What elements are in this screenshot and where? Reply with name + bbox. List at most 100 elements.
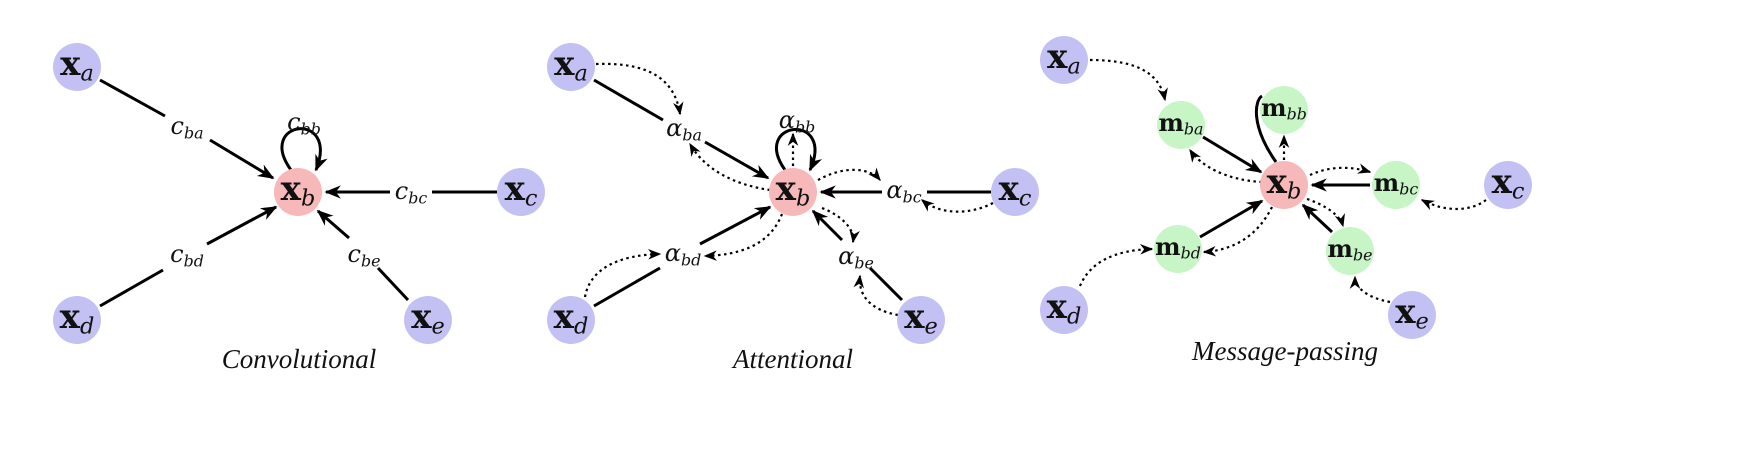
mp-msg-d	[1078, 244, 1154, 287]
mp-edge-bb	[1254, 94, 1278, 163]
mp-msg-node-mba-label-subscript: ba	[1184, 119, 1204, 138]
att-label-abe-subscript: be	[854, 253, 874, 272]
conv-node-xd-label-subscript: d	[80, 314, 94, 340]
mp-node-xd-label: xd	[1047, 287, 1082, 330]
att-node-xa-label-symbol: x	[554, 44, 575, 84]
att-node-xb-label: xb	[776, 169, 811, 212]
conv-node-xb-label-symbol: x	[281, 169, 302, 209]
mp-caption: Message-passing	[1191, 336, 1378, 366]
conv-label-cbb-subscript: bb	[301, 119, 321, 138]
att-label-aba-symbol: α	[666, 114, 682, 142]
att-edge-bd-seg1	[593, 266, 661, 308]
att-node-xd-label-symbol: x	[554, 297, 575, 337]
conv-node-xa-circle	[53, 43, 101, 91]
conv-label-cbc-subscript: bc	[408, 188, 427, 207]
conv-label-cbd-subscript: bd	[184, 251, 204, 270]
conv-node-xc-label-symbol: x	[505, 169, 526, 209]
mp-msg-node-mbd-label: mbd	[1155, 232, 1201, 263]
mp-node-xd-label-symbol: x	[1047, 287, 1068, 327]
conv-edge-be-seg1	[376, 266, 410, 302]
conv-caption: Convolutional	[222, 344, 377, 374]
att-node-xe-circle	[897, 296, 945, 344]
mp-node-xe-label-symbol: x	[1395, 292, 1416, 332]
mp-msg-node-mbb-label-symbol: m	[1261, 93, 1286, 122]
mp-msg-node-mba-label-symbol: m	[1159, 108, 1184, 137]
conv-label-cbb: cbb	[287, 108, 321, 138]
mp-node-xa-label: xa	[1047, 37, 1081, 80]
mp-msg-node-mbb-label-subscript: bb	[1287, 104, 1307, 123]
att-label-abe: αbe	[838, 242, 874, 272]
conv-edge-ba-seg1	[99, 78, 166, 118]
att-node-xb-circle	[769, 168, 817, 216]
mp-msg-node-mbd-circle	[1154, 225, 1202, 273]
mp-edge-be	[1301, 203, 1334, 234]
att-label-abd-subscript: bd	[681, 250, 701, 269]
att-label-aba-subscript: ba	[682, 125, 702, 144]
att-node-xa-circle	[547, 43, 595, 91]
att-label-abb-subscript: bb	[795, 117, 815, 136]
att-edge-ba	[704, 140, 770, 180]
mp-node-xb-label-subscript: b	[1287, 179, 1301, 205]
att-attn-bc	[817, 167, 881, 182]
mp-msg-a	[1089, 58, 1168, 102]
mp-msg-node-mbc-circle	[1372, 161, 1420, 209]
conv-node-xe-circle	[404, 296, 452, 344]
conv-node-xc-label-subscript: c	[525, 186, 538, 212]
mp-node-xe-label-subscript: e	[1416, 309, 1429, 335]
att-edge-be-seg1	[868, 266, 904, 302]
mp-msg-node-mbe-label-symbol: m	[1328, 234, 1353, 263]
att-node-xb-label-symbol: x	[776, 169, 797, 209]
mp-msg-node-mbb-circle	[1260, 86, 1308, 134]
conv-node-xe-label-subscript: e	[432, 314, 445, 340]
att-label-abd: αbd	[665, 239, 701, 269]
conv-label-cbe-subscript: be	[361, 251, 381, 270]
att-label-abe-symbol: α	[838, 242, 854, 270]
att-node-xc-label-symbol: x	[999, 169, 1020, 209]
conv-edge-bd	[206, 205, 278, 246]
att-attn-c	[920, 199, 994, 213]
conv-node-xe-label-symbol: x	[411, 297, 432, 337]
conv-node-xc-label: xc	[505, 169, 538, 212]
mp-msg-node-mbc-label-symbol: m	[1374, 168, 1399, 197]
conv-node-xb-circle	[274, 168, 322, 216]
mp-node-xe-label: xe	[1395, 292, 1429, 335]
att-node-xc-label-subscript: c	[1019, 186, 1032, 212]
conv-node-xb-label-subscript: b	[301, 186, 315, 212]
att-node-xd-circle	[547, 296, 595, 344]
att-label-aba: αba	[666, 114, 702, 144]
att-node-xa-label: xa	[554, 44, 588, 87]
att-edge-ba-seg1	[593, 78, 664, 122]
mp-msg-e	[1349, 275, 1391, 304]
edges-layer	[99, 58, 1487, 317]
conv-node-xd-label-symbol: x	[60, 297, 81, 337]
conv-label-cbb-symbol: c	[287, 108, 300, 136]
mp-msg-c	[1420, 199, 1487, 211]
conv-label-cbe: cbe	[348, 240, 381, 270]
att-edge-bd	[699, 205, 772, 246]
conv-label-cbe-symbol: c	[348, 240, 361, 268]
att-label-abd-symbol: α	[665, 239, 681, 267]
conv-edge-ba	[209, 138, 275, 180]
nodes-layer	[53, 36, 1532, 344]
conv-label-cbd: cbd	[170, 240, 204, 270]
conv-label-cbc-symbol: c	[395, 177, 408, 205]
conv-node-xa-label: xa	[60, 44, 94, 87]
conv-node-xa-label-symbol: x	[60, 44, 81, 84]
mp-node-xe-circle	[1388, 291, 1436, 339]
mp-edge-bd	[1199, 199, 1264, 239]
conv-node-xd-label: xd	[60, 297, 95, 340]
conv-edge-bd-seg1	[99, 268, 164, 308]
att-node-xd-label: xd	[554, 297, 589, 340]
mp-edge-ba	[1202, 135, 1263, 174]
conv-node-xe-label: xe	[411, 297, 445, 340]
conv-edge-bb	[280, 127, 328, 172]
att-label-abc-symbol: α	[886, 176, 902, 204]
att-node-xb-label-subscript: b	[796, 186, 810, 212]
conv-node-xd-circle	[53, 296, 101, 344]
att-node-xe-label-subscript: e	[925, 314, 938, 340]
mp-msg-bd	[1202, 206, 1273, 257]
conv-edge-be	[316, 209, 350, 240]
mp-node-xa-label-symbol: x	[1047, 37, 1068, 77]
mp-msg-node-mbd-label-symbol: m	[1155, 232, 1180, 261]
